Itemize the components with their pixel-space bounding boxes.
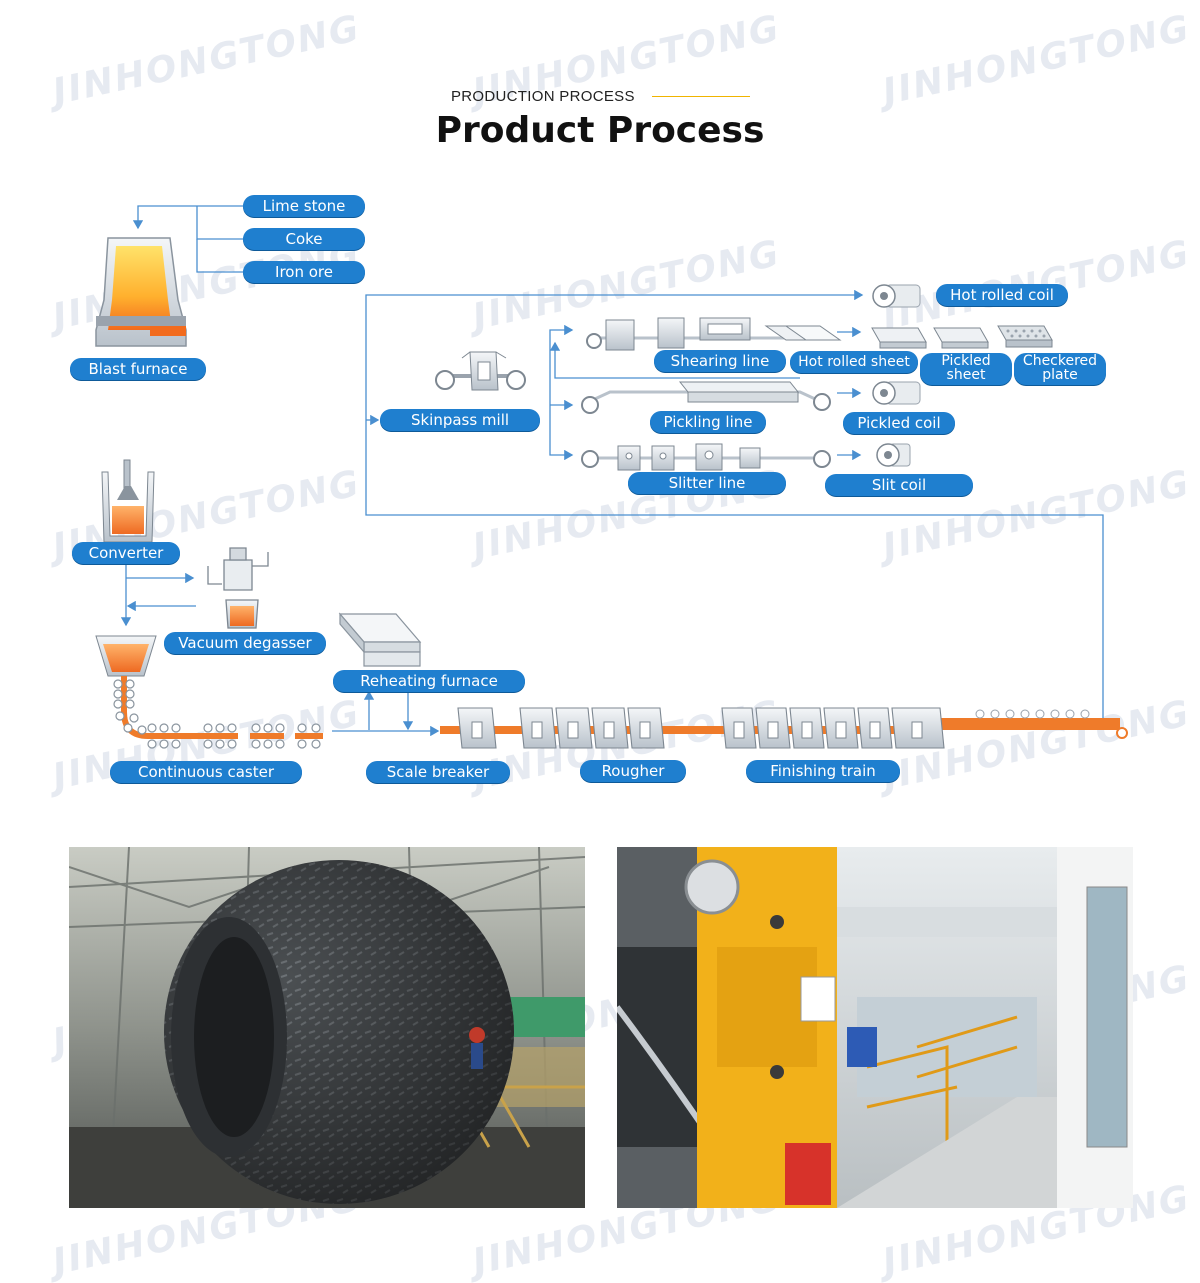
label-scale-breaker: Scale breaker (366, 761, 510, 783)
hot-rolled-coil-icon (872, 284, 921, 308)
skinpass-mill-icon (435, 351, 526, 391)
hot-rolled-sheet-icon (871, 327, 927, 349)
slitter-line-icon (581, 443, 831, 471)
vacuum-degasser-icon (207, 547, 269, 629)
label-slit-coil: Slit coil (825, 474, 973, 496)
label-hot-rolled-sheet: Hot rolled sheet (790, 351, 918, 373)
page-title: Product Process (435, 110, 765, 151)
label-shearing-line: Shearing line (654, 350, 786, 372)
label-checkered-plate: Checkered plate (1014, 353, 1106, 385)
label-converter: Converter (72, 542, 180, 564)
raw-material-limestone: Lime stone (243, 195, 365, 217)
photo-slitting-line (617, 847, 1133, 1208)
raw-material-coke: Coke (243, 228, 365, 250)
photo-checkered-coil (69, 847, 585, 1208)
hot-strip-mill-icon (440, 707, 1128, 749)
subtitle-accent-line (652, 96, 750, 97)
label-pickled-sheet: Pickled sheet (920, 353, 1012, 385)
ladle-icon (95, 635, 157, 677)
reheating-furnace-icon (338, 612, 422, 667)
label-blast-furnace: Blast furnace (70, 358, 206, 380)
label-slitter-line: Slitter line (628, 472, 786, 494)
pickling-line-icon (581, 381, 831, 414)
label-continuous-caster: Continuous caster (110, 761, 302, 783)
label-finishing-train: Finishing train (746, 760, 900, 782)
process-flow-diagram (95, 205, 1128, 749)
continuous-caster-icon (113, 676, 323, 749)
label-reheating-furnace: Reheating furnace (333, 670, 525, 692)
label-pickling-line: Pickling line (650, 411, 766, 433)
pickled-coil-icon (872, 381, 921, 405)
blast-furnace-icon (95, 237, 187, 347)
slit-coil-icon (876, 443, 911, 467)
converter-icon (101, 459, 155, 543)
section-subtitle: PRODUCTION PROCESS (451, 88, 635, 105)
raw-material-iron-ore: Iron ore (243, 261, 365, 283)
label-vacuum-degasser: Vacuum degasser (164, 632, 326, 654)
label-rougher: Rougher (580, 760, 686, 782)
label-hot-rolled-coil: Hot rolled coil (936, 284, 1068, 306)
label-pickled-coil: Pickled coil (843, 412, 955, 434)
label-skinpass-mill: Skinpass mill (380, 409, 540, 431)
pickled-sheet-icon (933, 327, 989, 349)
checkered-plate-icon (997, 325, 1053, 348)
shearing-line-icon (586, 317, 842, 351)
